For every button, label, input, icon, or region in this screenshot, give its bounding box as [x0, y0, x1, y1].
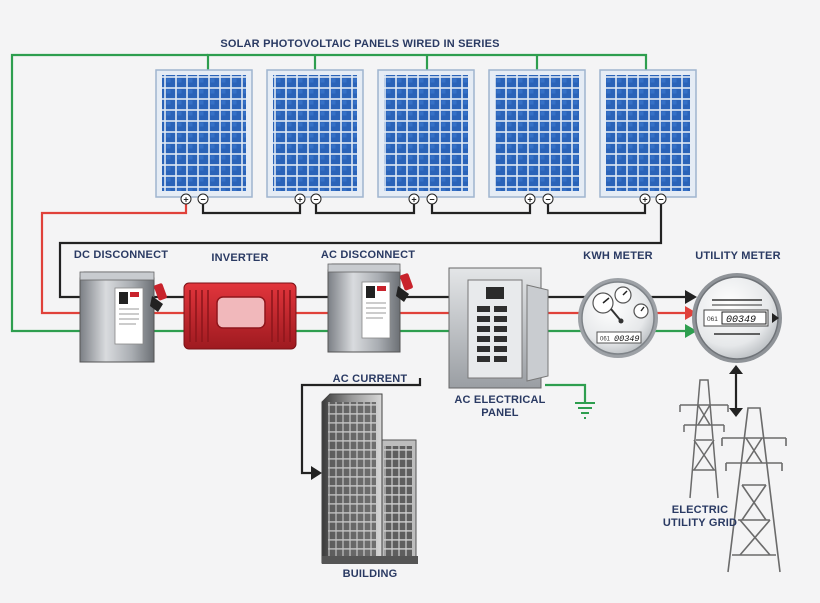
- utility-meter-reading: 00349: [726, 315, 756, 326]
- dc-disconnect-label: DC DISCONNECT: [73, 249, 169, 261]
- solar-panel-5: [599, 69, 697, 198]
- terminal-positive: +: [297, 194, 302, 204]
- terminal-positive: +: [527, 194, 532, 204]
- utility-meter-prefix: 061: [707, 316, 718, 323]
- dc-positive-wire: [40, 197, 686, 315]
- terminal-positive: +: [183, 194, 188, 204]
- utility-meter-icon: [692, 273, 782, 363]
- inverter-label: INVERTER: [211, 252, 269, 264]
- terminal-negative: −: [200, 194, 205, 204]
- inverter-icon: [183, 282, 297, 350]
- solar-panel-2: [266, 69, 364, 198]
- terminal-positive: +: [411, 194, 416, 204]
- kwh-meter-icon: [578, 278, 658, 358]
- disconnect-switch-icon: [79, 271, 167, 363]
- breaker-panel-icon: [448, 267, 549, 389]
- grid-label: ELECTRIC UTILITY GRID: [645, 504, 755, 530]
- transmission-tower-icon: [679, 379, 729, 499]
- transmission-tower-icon: [721, 407, 787, 573]
- panel-terminals: [180, 193, 667, 205]
- terminal-negative: −: [313, 194, 318, 204]
- grid-label-line1: ELECTRIC: [671, 504, 729, 516]
- kwh-meter-reading: 00349: [614, 334, 640, 344]
- solar-panel-3: [377, 69, 475, 198]
- ac-disconnect-label: AC DISCONNECT: [320, 249, 416, 261]
- dc-negative-wire: [58, 197, 738, 475]
- solar-panel-4: [488, 69, 586, 198]
- ac-panel-label-line2: PANEL: [481, 407, 519, 419]
- kwh-meter-label: KWH METER: [583, 250, 653, 262]
- terminal-negative: −: [429, 194, 434, 204]
- terminal-positive: +: [642, 194, 647, 204]
- ground-wire: [10, 53, 648, 402]
- terminal-negative: −: [658, 194, 663, 204]
- building-label: BUILDING: [342, 568, 398, 580]
- grid-label-line2: UTILITY GRID: [662, 517, 738, 529]
- panels-title: SOLAR PHOTOVOLTAIC PANELS WIRED IN SERIE…: [220, 38, 500, 50]
- terminal-negative: −: [545, 194, 550, 204]
- ground-icon: [575, 402, 595, 419]
- solar-panel-1: [155, 69, 253, 198]
- disconnect-switch-icon: [327, 263, 413, 353]
- ac-panel-label: AC ELECTRICAL PANEL: [440, 394, 560, 420]
- kwh-meter-prefix: 061: [600, 337, 611, 343]
- ac-current-label: AC CURRENT: [332, 373, 408, 385]
- building-icon: [321, 393, 418, 564]
- utility-meter-label: UTILITY METER: [695, 250, 781, 262]
- ac-panel-label-line1: AC ELECTRICAL: [454, 394, 546, 406]
